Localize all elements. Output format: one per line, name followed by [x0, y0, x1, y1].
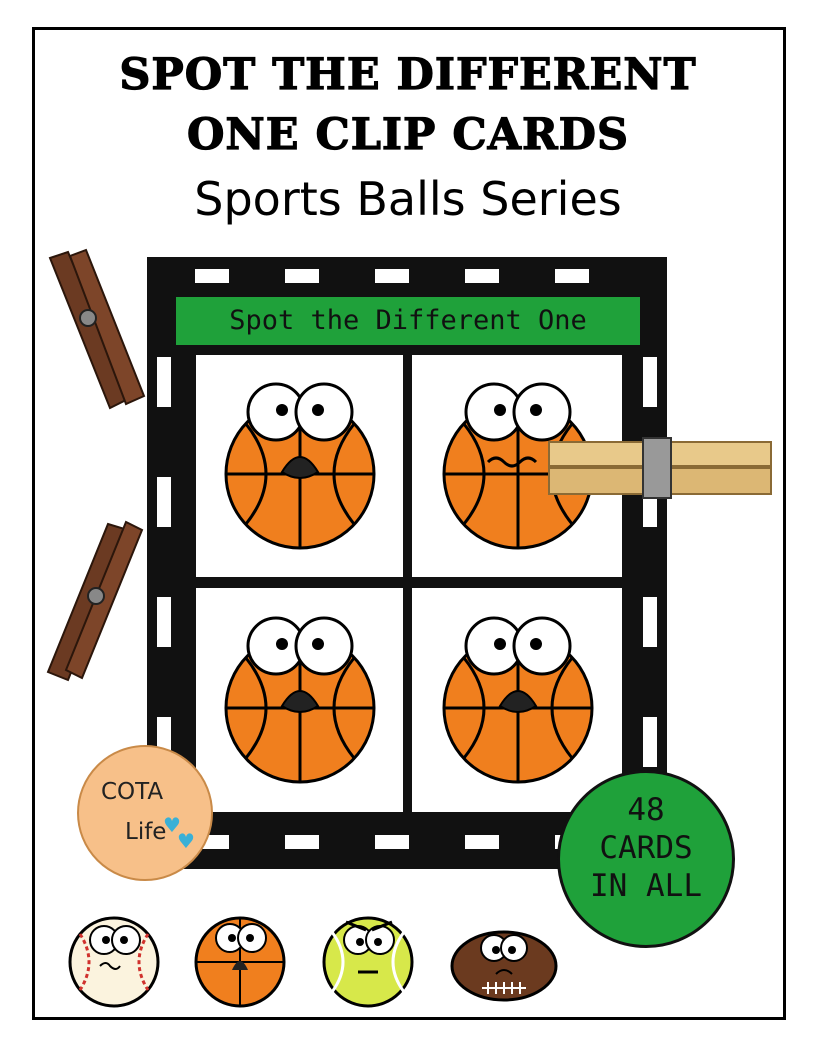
clothespin-icon [46, 520, 144, 682]
card-count-badge: 48 CARDS IN ALL [557, 770, 735, 948]
wooden-clothespin-icon [548, 437, 772, 499]
heart-icon: ♥ [177, 829, 195, 853]
basketball-scared-icon [442, 616, 594, 784]
card-banner: Spot the Different One [173, 294, 643, 348]
title-line-2: ONE CLIP CARDS [186, 109, 630, 160]
badge-line-2: CARDS [599, 830, 693, 866]
page-frame [32, 27, 786, 1020]
baseball-icon [68, 916, 160, 1008]
basketball-scared-icon [224, 616, 376, 784]
subtitle: Sports Balls Series [194, 172, 622, 226]
cota-life-logo: COTA Life ♥ ♥ [77, 745, 213, 881]
basketball-scared-icon [224, 382, 376, 550]
badge-line-1: 48 [627, 792, 665, 828]
football-icon [450, 930, 558, 1002]
title-line-1: SPOT THE DIFFERENT [119, 49, 697, 100]
clothespin-icon [48, 248, 146, 410]
badge-line-3: IN ALL [590, 868, 702, 904]
heart-icon: ♥ [163, 813, 181, 837]
basketball-icon [194, 916, 286, 1008]
tennis-ball-icon [322, 916, 414, 1008]
brand-line-2: Life [125, 819, 167, 845]
brand-line-1: COTA [101, 779, 164, 805]
basketball-different-icon [442, 382, 594, 550]
